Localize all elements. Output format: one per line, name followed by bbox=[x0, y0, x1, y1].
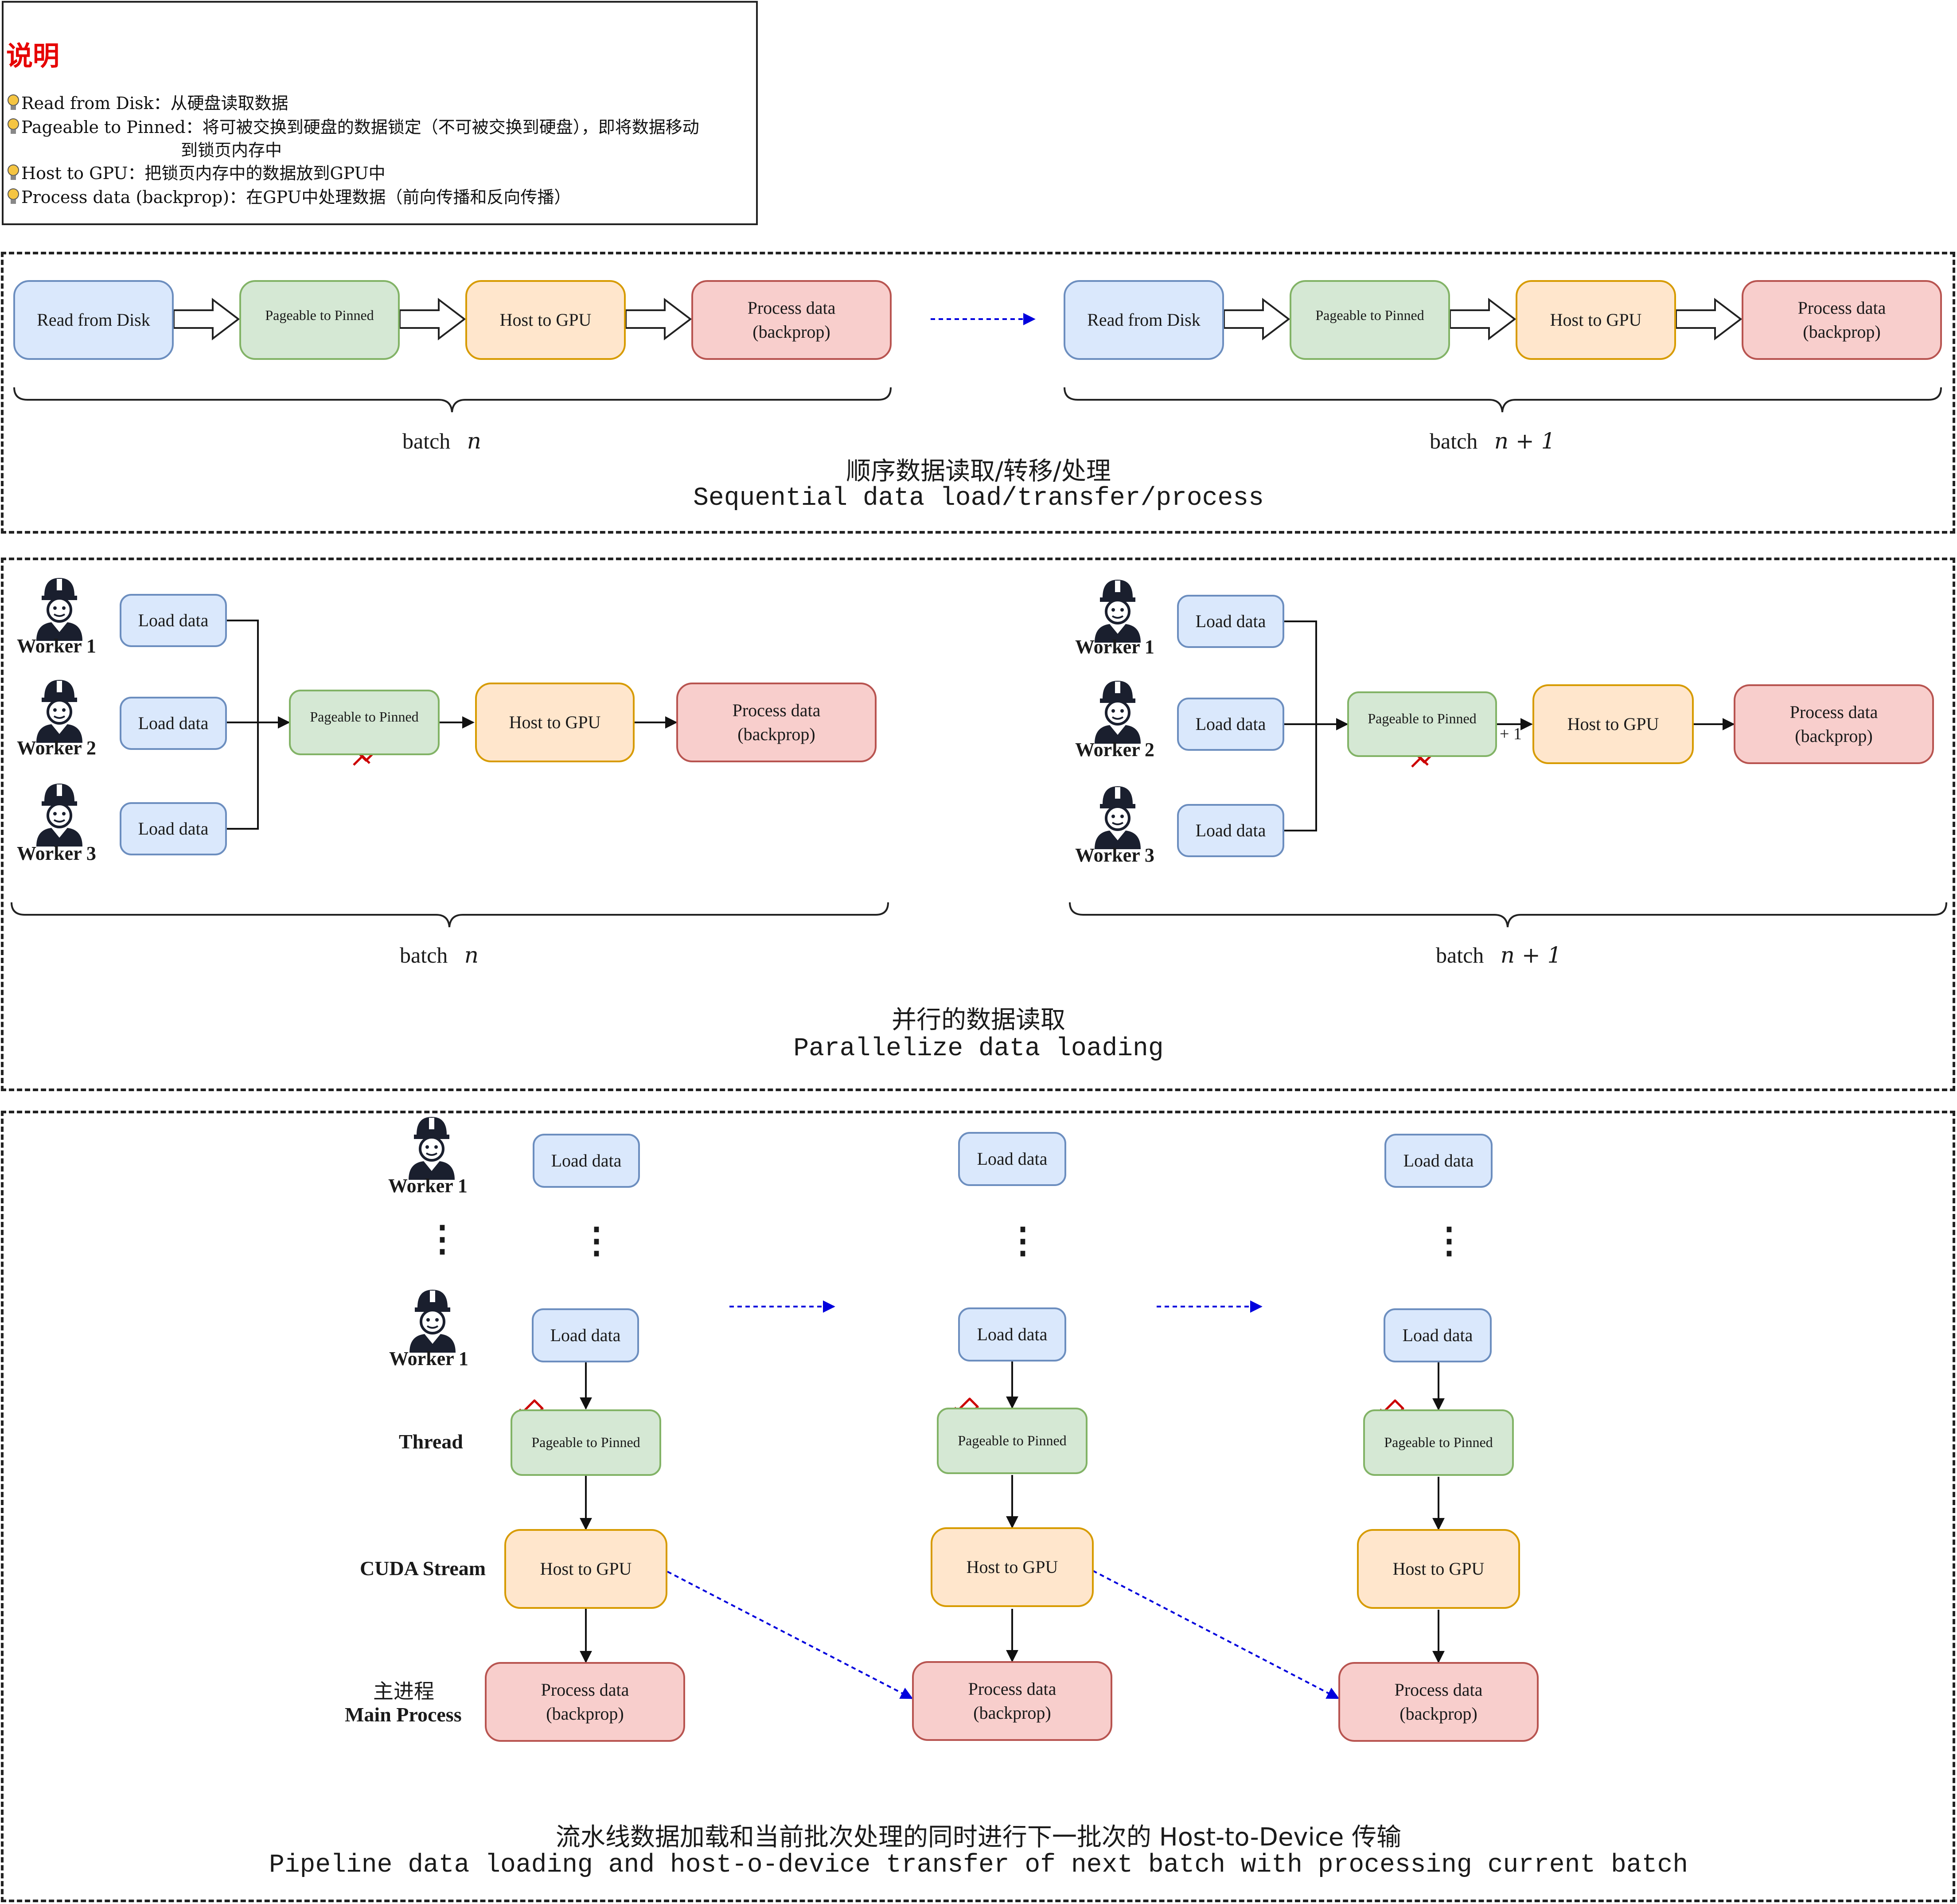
overlap-arrow-1 bbox=[667, 1571, 913, 1699]
node-load-data: Load data bbox=[120, 802, 227, 855]
node-load-data: Load data bbox=[1384, 1308, 1492, 1362]
legend-title: 说明 bbox=[6, 41, 59, 72]
node-process-data: Process data (backprop) bbox=[1734, 684, 1934, 764]
node-pageable-to-pinned: Pageable to Pinned bbox=[937, 1408, 1088, 1474]
lightbulb-icon bbox=[8, 94, 19, 110]
worker-label: Worker 3 bbox=[1075, 844, 1154, 866]
batch-label-n: batch n bbox=[400, 942, 479, 968]
caption-parallel-cn: 并行的数据读取 bbox=[892, 1006, 1065, 1034]
caption-sequential-cn: 顺序数据读取/转移/处理 bbox=[846, 457, 1111, 486]
node-host-to-gpu: Host to GPU bbox=[504, 1529, 667, 1609]
row-label-main-cn: 主进程 bbox=[373, 1679, 434, 1703]
worker-icon bbox=[409, 1290, 456, 1353]
node-host-to-gpu: Host to GPU bbox=[1532, 684, 1694, 764]
batch-label-n: batch n bbox=[402, 428, 481, 454]
caption-parallel-en: Parallelize data loading bbox=[793, 1034, 1164, 1063]
fat-arrow-2 bbox=[399, 299, 465, 339]
node-process-data: Process data (backprop) bbox=[1338, 1662, 1539, 1742]
ellipsis-vertical: ⋮ bbox=[1005, 1221, 1041, 1260]
node-host-to-gpu: Host to GPU bbox=[465, 280, 626, 360]
node-process-data: Process data (backprop) bbox=[1742, 280, 1942, 360]
node-process-data: Process data (backprop) bbox=[485, 1662, 685, 1742]
node-read-from-disk: Read from Disk bbox=[13, 280, 174, 360]
ellipsis-vertical: ⋮ bbox=[579, 1221, 614, 1260]
caption-pipeline-en: Pipeline data loading and host-o-device … bbox=[269, 1851, 1688, 1880]
brace-batch-n1-seq bbox=[1064, 387, 1942, 413]
fat-arrow-1 bbox=[173, 299, 239, 339]
node-host-to-gpu: Host to GPU bbox=[931, 1527, 1094, 1607]
node-host-to-gpu: Host to GPU bbox=[1357, 1529, 1520, 1609]
lightbulb-icon bbox=[8, 188, 19, 204]
worker-icon bbox=[36, 784, 82, 847]
node-host-to-gpu: Host to GPU bbox=[475, 683, 635, 762]
node-pageable-to-pinned: Pageable to Pinned bbox=[1347, 691, 1497, 757]
worker-label: Worker 1 bbox=[17, 635, 96, 657]
node-load-data: Load data bbox=[958, 1132, 1066, 1186]
worker-label: Worker 3 bbox=[17, 843, 96, 864]
fat-arrow-5 bbox=[1449, 299, 1516, 339]
node-process-data: Process data (backprop) bbox=[676, 683, 877, 762]
panel-pipeline bbox=[1, 1111, 1955, 1902]
node-pageable-to-pinned: Pageable to Pinned bbox=[1290, 280, 1450, 360]
row-label-thread: Thread bbox=[399, 1430, 463, 1453]
legend-line-pageable: Pageable to Pinned：将可被交换到硬盘的数据锁定（不可被交换到硬… bbox=[7, 113, 699, 138]
legend-line-pageable-cont: 到锁页内存中 bbox=[181, 140, 282, 160]
fat-arrow-6 bbox=[1675, 299, 1742, 339]
worker-label: Worker 1 bbox=[389, 1348, 468, 1369]
node-load-data: Load data bbox=[1177, 595, 1284, 648]
ellipsis-vertical: ⋮ bbox=[1431, 1221, 1467, 1260]
node-pageable-to-pinned: Pageable to Pinned bbox=[239, 280, 400, 360]
node-host-to-gpu: Host to GPU bbox=[1516, 280, 1676, 360]
worker-label: Worker 1 bbox=[388, 1175, 468, 1197]
panel-sequential bbox=[1, 252, 1955, 534]
node-load-data: Load data bbox=[532, 1308, 639, 1362]
worker-icon bbox=[36, 680, 82, 743]
node-process-data: Process data (backprop) bbox=[691, 280, 892, 360]
lightbulb-icon bbox=[8, 118, 19, 134]
brace-batch-n1-par bbox=[1069, 902, 1947, 928]
worker-icon bbox=[409, 1117, 455, 1180]
worker-icon bbox=[1095, 580, 1141, 643]
plus-one-label: + 1 bbox=[1500, 725, 1522, 743]
fat-arrow-3 bbox=[625, 299, 691, 339]
worker-icon bbox=[1095, 786, 1141, 849]
node-load-data: Load data bbox=[120, 697, 227, 750]
caption-pipeline-cn: 流水线数据加载和当前批次处理的同时进行下一批次的 Host-to-Device … bbox=[555, 1823, 1402, 1852]
node-process-data: Process data (backprop) bbox=[912, 1661, 1112, 1741]
overlap-arrow-2 bbox=[1092, 1570, 1340, 1699]
node-load-data: Load data bbox=[1384, 1134, 1493, 1188]
ellipsis-vertical: ⋮ bbox=[425, 1220, 460, 1259]
node-pageable-to-pinned: Pageable to Pinned bbox=[289, 690, 440, 755]
node-load-data: Load data bbox=[120, 594, 227, 647]
batch-label-n1: batch n + 1 bbox=[1430, 428, 1555, 454]
node-load-data: Load data bbox=[958, 1307, 1066, 1362]
brace-batch-n-seq bbox=[13, 387, 892, 413]
fat-arrow-4 bbox=[1223, 299, 1290, 339]
brace-batch-n-par bbox=[11, 902, 889, 928]
worker-icon bbox=[36, 578, 82, 641]
node-load-data: Load data bbox=[1177, 804, 1284, 857]
row-label-cuda-stream: CUDA Stream bbox=[360, 1557, 486, 1580]
legend-line-process: Process data (backprop)：在GPU中处理数据（前向传播和反… bbox=[7, 183, 571, 208]
worker-icon bbox=[1095, 681, 1141, 744]
worker-label: Worker 1 bbox=[1075, 636, 1154, 658]
worker-label: Worker 2 bbox=[17, 737, 96, 759]
legend-line-host: Host to GPU：把锁页内存中的数据放到GPU中 bbox=[7, 160, 386, 184]
node-pageable-to-pinned: Pageable to Pinned bbox=[511, 1409, 661, 1476]
node-pageable-to-pinned: Pageable to Pinned bbox=[1363, 1409, 1514, 1476]
node-load-data: Load data bbox=[1177, 698, 1284, 751]
row-label-main-en: Main Process bbox=[345, 1703, 462, 1726]
node-read-from-disk: Read from Disk bbox=[1064, 280, 1224, 360]
batch-label-n1: batch n + 1 bbox=[1436, 942, 1562, 968]
node-load-data: Load data bbox=[533, 1134, 640, 1188]
lightbulb-icon bbox=[8, 164, 19, 180]
worker-label: Worker 2 bbox=[1075, 739, 1154, 761]
panel-parallel bbox=[1, 558, 1955, 1091]
legend-line-read: Read from Disk：从硬盘读取数据 bbox=[7, 90, 288, 114]
caption-sequential-en: Sequential data load/transfer/process bbox=[693, 484, 1264, 513]
legend-box: 说明 Read from Disk：从硬盘读取数据 Pageable to Pi… bbox=[2, 1, 758, 225]
